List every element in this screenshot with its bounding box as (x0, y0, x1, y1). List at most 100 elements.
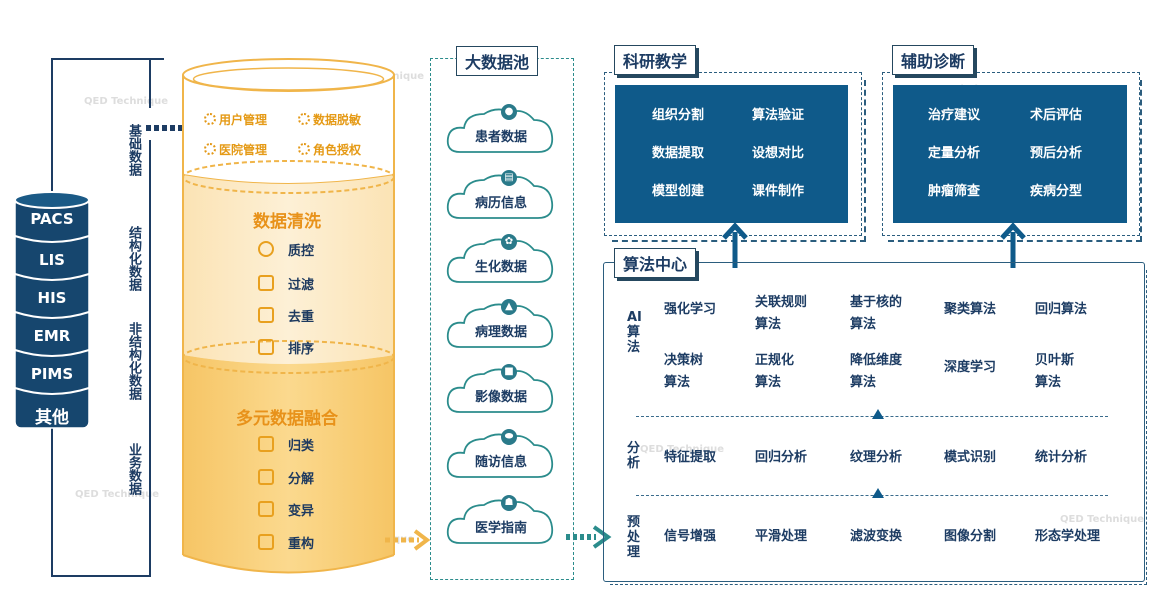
ai-algo-label: AI算法 (627, 310, 642, 355)
fusion-item-reconstruct: 重构 (258, 533, 348, 552)
ai-algo-item: 贝叶斯算法 (1035, 353, 1075, 390)
arrow-to-algo-icon (566, 525, 612, 549)
preprocess-item: 图像分割 (944, 529, 997, 544)
research-item: 设想对比 (752, 146, 805, 161)
hierarchy-icon (258, 501, 274, 517)
flask-icon: ▲ (501, 299, 517, 315)
ai-algo-item: 回归算法 (1035, 302, 1088, 317)
fusion-item-classify: 归类 (258, 435, 348, 454)
research-item: 算法验证 (752, 108, 805, 123)
gear-icon (204, 143, 216, 155)
research-panel (615, 85, 848, 223)
followup-icon: ⬬ (501, 429, 517, 445)
diagnosis-item: 肿瘤筛查 (928, 184, 981, 199)
research-shadow (612, 80, 866, 242)
preprocess-item: 滤波变换 (850, 529, 903, 544)
algo-center-title: 算法中心 (614, 248, 697, 278)
algo-center-box (603, 262, 1145, 582)
diagnosis-item: 定量分析 (928, 146, 981, 161)
source-other: 其他 (35, 408, 69, 428)
data-type-business: 业务数据 (126, 443, 141, 495)
pool-item-followup: 随访信息 (474, 455, 527, 470)
diagnosis-item: 预后分析 (1030, 146, 1083, 161)
diagnosis-panel (893, 85, 1127, 223)
source-emr: EMR (33, 327, 71, 345)
diagnosis-title: 辅助诊断 (892, 45, 975, 75)
preprocess-item: 平滑处理 (755, 529, 808, 544)
analysis-item: 统计分析 (1035, 450, 1088, 465)
image-icon: ■ (501, 364, 517, 380)
data-type-unstructured: 非结构化数据 (126, 322, 141, 400)
item-hospital-management: 医院管理 (204, 141, 267, 158)
source-pims: PIMS (30, 365, 74, 383)
classify-icon (258, 436, 274, 452)
up-triangle-icon (872, 488, 884, 498)
shield-icon (258, 241, 274, 257)
fusion-item-mutate: 变异 (258, 500, 348, 519)
watermark: QED Technique (75, 489, 160, 500)
ai-algo-item: 决策树算法 (664, 353, 704, 390)
hierarchy-icon (258, 469, 274, 485)
record-icon: ▤ (501, 170, 517, 186)
data-type-structured: 结构化数据 (126, 226, 141, 291)
ai-algo-item: 强化学习 (664, 302, 717, 317)
diagnosis-item: 治疗建议 (928, 108, 981, 123)
research-item: 组织分割 (652, 108, 705, 123)
database-stack: PACS LIS HIS EMR PIMS 其他 (12, 188, 92, 438)
data-type-basic: 基础数据 (126, 124, 141, 176)
pool-item-guideline: 医学指南 (474, 521, 527, 536)
gear-icon (298, 143, 310, 155)
biochem-icon: ✿ (501, 234, 517, 250)
filter-icon (258, 275, 274, 291)
up-triangle-icon (872, 409, 884, 419)
guide-icon: ☗ (501, 495, 517, 511)
watermark: QED Technique (640, 444, 725, 455)
diagnosis-item: 疾病分型 (1030, 184, 1083, 199)
research-item: 数据提取 (652, 146, 705, 161)
preprocess-item: 信号增强 (664, 529, 717, 544)
analysis-item: 回归分析 (755, 450, 808, 465)
diagnosis-item: 术后评估 (1030, 108, 1083, 123)
pool-item-patient: 患者数据 (474, 130, 527, 145)
data-pool-title: 大数据池 (456, 46, 539, 76)
watermark: QED Technique (84, 96, 169, 107)
ai-algo-item: 聚类算法 (944, 302, 997, 317)
analysis-item: 模式识别 (944, 450, 997, 465)
cleaning-title: 数据清洗 (253, 212, 321, 232)
research-item: 课件制作 (752, 184, 805, 199)
preprocess-label: 预处理 (627, 515, 641, 560)
research-item: 模型创建 (652, 184, 705, 199)
fusion-title: 多元数据融合 (236, 409, 338, 429)
database-icon (258, 534, 274, 550)
analysis-item: 纹理分析 (850, 450, 903, 465)
item-data-masking: 数据脱敏 (298, 111, 361, 128)
gear-icon (298, 113, 310, 125)
gear-icon (204, 113, 216, 125)
pool-item-records: 病历信息 (474, 196, 527, 211)
cleaning-item-filter: 过滤 (258, 274, 348, 293)
fusion-item-decompose: 分解 (258, 468, 348, 487)
pool-item-pathology: 病理数据 (474, 325, 527, 340)
analysis-item: 特征提取 (664, 450, 717, 465)
cleaning-item-sort: 排序 (258, 338, 348, 357)
source-his: HIS (37, 289, 67, 307)
patient-icon: ● (501, 104, 517, 120)
ai-algo-item: 基于核的算法 (850, 295, 903, 332)
processing-cylinder (182, 58, 395, 574)
pool-item-biochem: 生化数据 (474, 260, 527, 275)
source-lis: LIS (39, 251, 65, 269)
pool-item-imaging: 影像数据 (474, 390, 527, 405)
watermark: QED Technique (1060, 514, 1145, 525)
item-role-authorization: 角色授权 (298, 141, 361, 158)
source-pacs: PACS (30, 210, 74, 228)
source-connector (51, 58, 164, 577)
ai-algo-item: 关联规则算法 (755, 295, 808, 332)
dedup-icon (258, 307, 274, 323)
ai-algo-item: 深度学习 (944, 360, 997, 375)
sort-icon (258, 339, 274, 355)
ai-algo-item: 降低维度算法 (850, 353, 903, 390)
analysis-label: 分析 (627, 441, 641, 471)
algo-center-shadow (610, 270, 1147, 585)
item-user-management: 用户管理 (204, 111, 267, 128)
ai-algo-item: 正规化算法 (755, 353, 795, 390)
